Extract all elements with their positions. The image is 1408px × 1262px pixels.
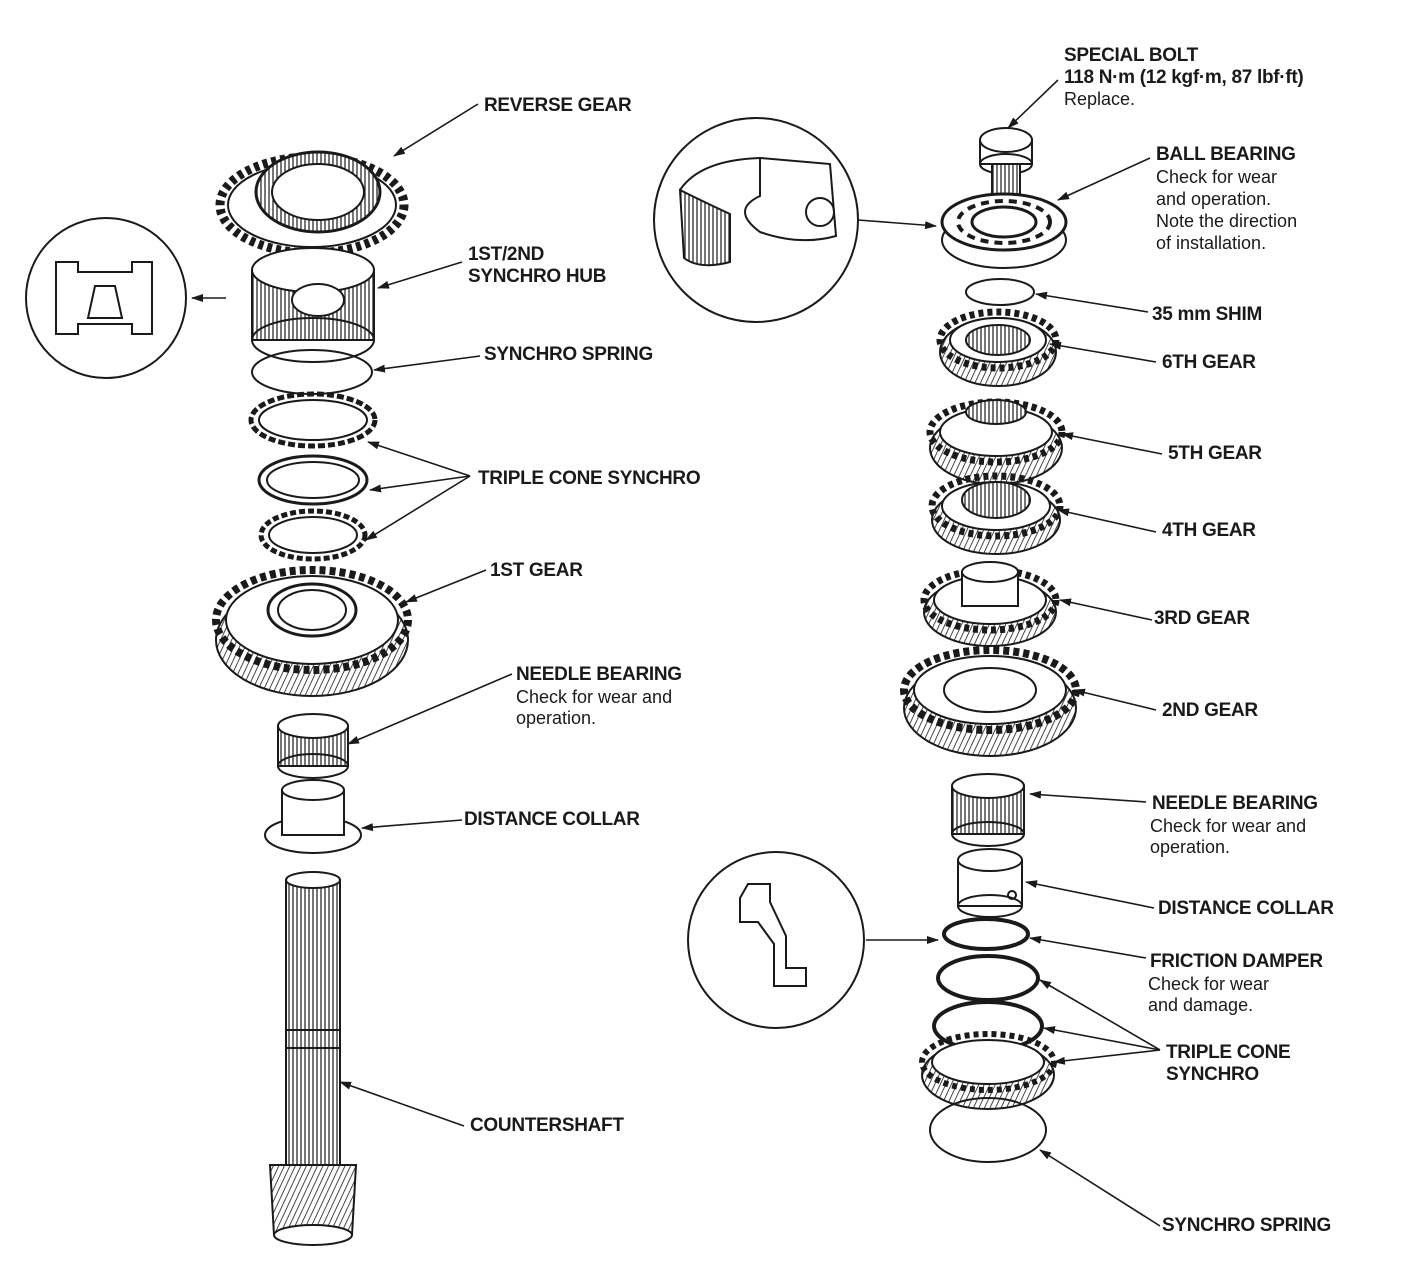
- label-triple-cone-right-2: SYNCHRO: [1166, 1064, 1259, 1085]
- synchro-spring-left: [251, 349, 373, 395]
- label-special-bolt: SPECIAL BOLT: [1064, 45, 1198, 66]
- damper-detail-circle: [687, 851, 865, 1029]
- label-synchro-hub-line2: SYNCHRO HUB: [468, 266, 607, 287]
- note-ball-bearing-2: and operation.: [1156, 189, 1272, 209]
- label-triple-cone-synchro-left: TRIPLE CONE SYNCHRO: [478, 468, 701, 489]
- hub-detail-circle: [25, 217, 187, 379]
- label-third-gear: 3RD GEAR: [1154, 608, 1250, 629]
- label-needle-bearing-right: NEEDLE BEARING: [1152, 793, 1318, 814]
- label-needle-bearing-left: NEEDLE BEARING: [516, 664, 682, 685]
- third-gear: [920, 561, 1060, 647]
- label-synchro-hub-line1: 1ST/2ND: [468, 244, 545, 265]
- label-distance-collar-left: DISTANCE COLLAR: [464, 809, 640, 830]
- label-distance-collar-right: DISTANCE COLLAR: [1158, 898, 1334, 919]
- countershaft-body: [268, 871, 358, 1246]
- label-shim: 35 mm SHIM: [1152, 304, 1262, 325]
- label-sixth-gear: 6TH GEAR: [1162, 352, 1256, 373]
- note-friction-damper-1: Check for wear: [1148, 974, 1270, 994]
- note-needle-bearing-left-2: operation.: [516, 708, 597, 728]
- needle-bearing-left: [277, 713, 349, 779]
- label-special-bolt-torque: 118 N·m (12 kgf·m, 87 lbf·ft): [1064, 67, 1304, 88]
- note-ball-bearing-1: Check for wear: [1156, 167, 1278, 187]
- label-first-gear: 1ST GEAR: [490, 560, 583, 581]
- ball-bearing: [940, 192, 1068, 269]
- friction-damper: [942, 917, 1030, 951]
- second-gear: [900, 646, 1080, 757]
- sixth-gear: [936, 308, 1060, 387]
- reverse-gear: [215, 150, 409, 258]
- leader-arrows: [191, 79, 1163, 1227]
- label-ball-bearing: BALL BEARING: [1156, 144, 1296, 165]
- label-reverse-gear: REVERSE GEAR: [484, 95, 632, 116]
- note-ball-bearing-3: Note the direction: [1156, 211, 1298, 231]
- needle-bearing-right: [951, 773, 1025, 847]
- first-gear: [212, 566, 412, 697]
- label-synchro-spring-right: SYNCHRO SPRING: [1162, 1215, 1331, 1236]
- special-bolt: [979, 127, 1033, 195]
- label-synchro-spring-left: SYNCHRO SPRING: [484, 344, 653, 365]
- label-friction-damper: FRICTION DAMPER: [1150, 951, 1323, 972]
- label-fourth-gear: 4TH GEAR: [1162, 520, 1256, 541]
- label-second-gear: 2ND GEAR: [1162, 700, 1258, 721]
- shim-35mm: [965, 278, 1035, 306]
- note-needle-bearing-right-1: Check for wear and: [1150, 816, 1307, 836]
- triple-cone-synchro-left: [248, 391, 378, 562]
- fifth-gear: [926, 398, 1066, 485]
- distance-collar-right: [957, 848, 1023, 918]
- triple-cone-synchro-right: [919, 954, 1057, 1110]
- note-needle-bearing-left-1: Check for wear and: [516, 687, 673, 707]
- label-fifth-gear: 5TH GEAR: [1168, 443, 1262, 464]
- note-friction-damper-2: and damage.: [1148, 995, 1254, 1015]
- synchro-spring-right: [929, 1097, 1047, 1163]
- fourth-gear: [928, 472, 1064, 555]
- note-special-bolt: Replace.: [1064, 89, 1136, 109]
- synchro-hub-1-2: [251, 247, 375, 363]
- bearing-detail-circle: [653, 117, 859, 323]
- label-triple-cone-right-1: TRIPLE CONE: [1166, 1042, 1291, 1063]
- label-countershaft: COUNTERSHAFT: [470, 1115, 624, 1136]
- distance-collar-left: [264, 779, 362, 854]
- note-ball-bearing-4: of installation.: [1156, 233, 1267, 253]
- note-needle-bearing-right-2: operation.: [1150, 837, 1231, 857]
